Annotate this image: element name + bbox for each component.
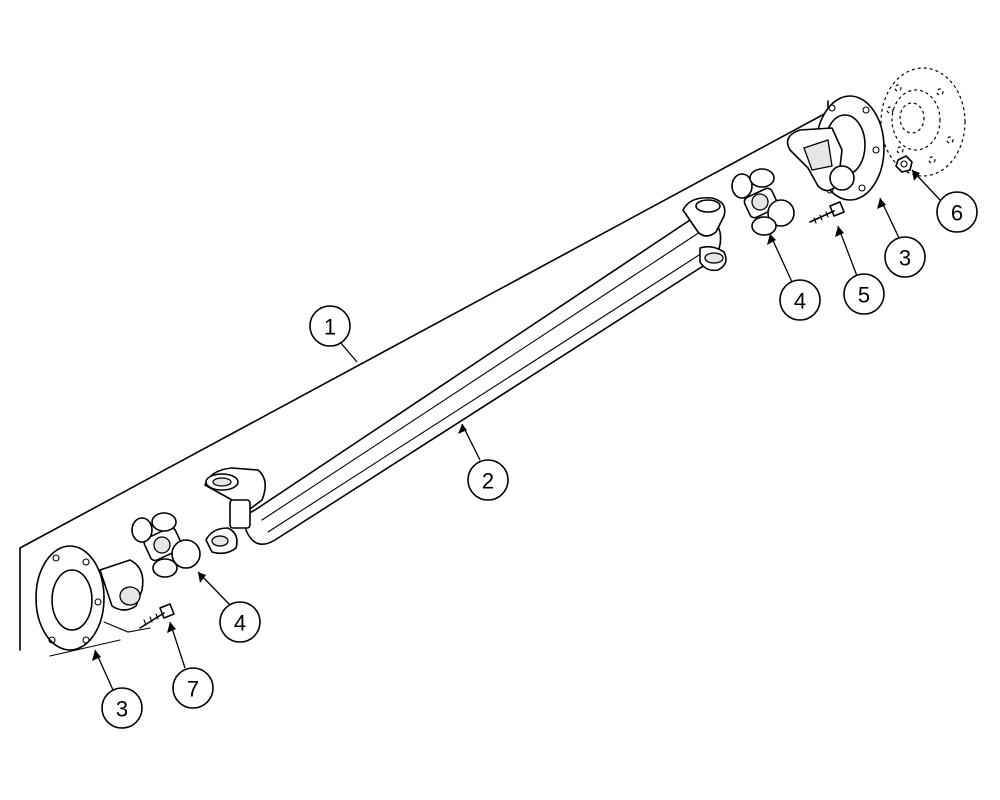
- callout-4-right: 4: [779, 279, 821, 321]
- callout-5-label: 5: [858, 283, 870, 308]
- callout-3-right-label: 3: [899, 246, 911, 271]
- bolt-item-5: [809, 201, 845, 224]
- callout-4-right-label: 4: [794, 289, 806, 314]
- callout-3-left-label: 3: [116, 697, 128, 722]
- callout-5: 5: [843, 273, 885, 315]
- callout-3-left: 3: [101, 687, 143, 729]
- drive-shaft-tube: [204, 196, 727, 555]
- callout-7-label: 7: [187, 677, 199, 702]
- callout-2: 2: [467, 459, 509, 501]
- callout-6-label: 6: [951, 201, 963, 226]
- nut-item-6: [895, 155, 913, 173]
- callout-7: 7: [172, 667, 214, 709]
- universal-joint-left: [131, 512, 201, 578]
- flange-yoke-left: [35, 545, 151, 657]
- callout-4-left-label: 4: [234, 611, 246, 636]
- flange-yoke-right: [786, 95, 885, 201]
- callout-4-left: 4: [219, 601, 261, 643]
- bolt-item-7: [139, 603, 175, 629]
- callout-1-label: 1: [324, 315, 336, 340]
- universal-joint-right: [731, 168, 795, 236]
- callout-3-right: 3: [884, 236, 926, 278]
- mating-hub-dashed: [880, 67, 966, 177]
- callout-2-label: 2: [482, 469, 494, 494]
- leader-lines: [92, 169, 941, 691]
- assembly-bracket: [19, 100, 829, 651]
- callout-1: 1: [309, 305, 351, 347]
- callout-6: 6: [936, 191, 978, 233]
